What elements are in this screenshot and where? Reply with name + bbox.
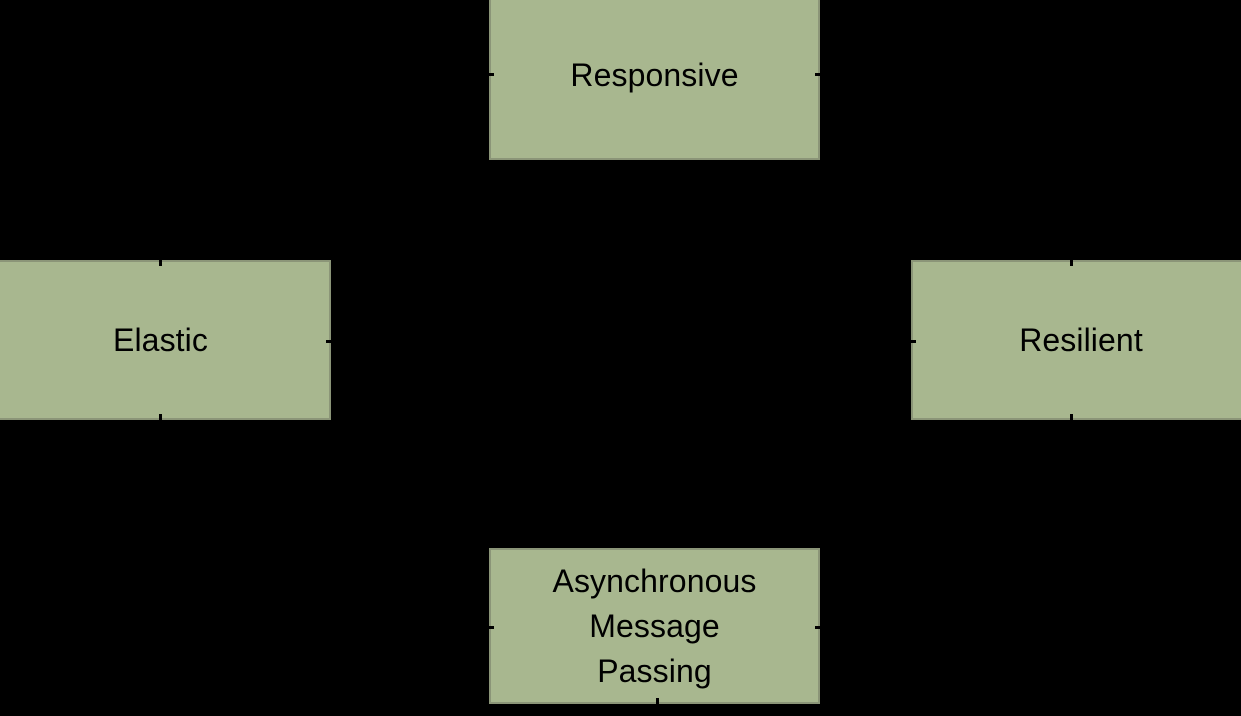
connector-stub-async-left <box>485 626 494 629</box>
connector-stub-elastic-top <box>159 257 162 266</box>
connector-stub-resilient-bottom <box>1070 414 1073 423</box>
node-elastic[interactable]: Elastic <box>0 257 335 423</box>
node-elastic-label: Elastic <box>113 321 208 358</box>
connector-stub-responsive-right <box>815 73 824 76</box>
connector-stub-async-bottom <box>656 698 659 707</box>
node-async-message-passing-label: Asynchronous Message Passing <box>552 562 757 689</box>
connector-stub-responsive-left <box>485 73 494 76</box>
connector-stub-async-right <box>815 626 824 629</box>
connector-stub-elastic-bottom <box>159 414 162 423</box>
node-async-message-passing[interactable]: Asynchronous Message Passing <box>485 548 824 707</box>
node-resilient-label: Resilient <box>1019 321 1143 358</box>
node-resilient[interactable]: Resilient <box>907 257 1241 423</box>
node-responsive[interactable]: Responsive <box>485 0 824 160</box>
connector-stub-elastic-right <box>326 340 335 343</box>
connector-stub-resilient-top <box>1070 257 1073 266</box>
node-responsive-label: Responsive <box>570 56 739 93</box>
connector-stub-resilient-left <box>907 340 916 343</box>
